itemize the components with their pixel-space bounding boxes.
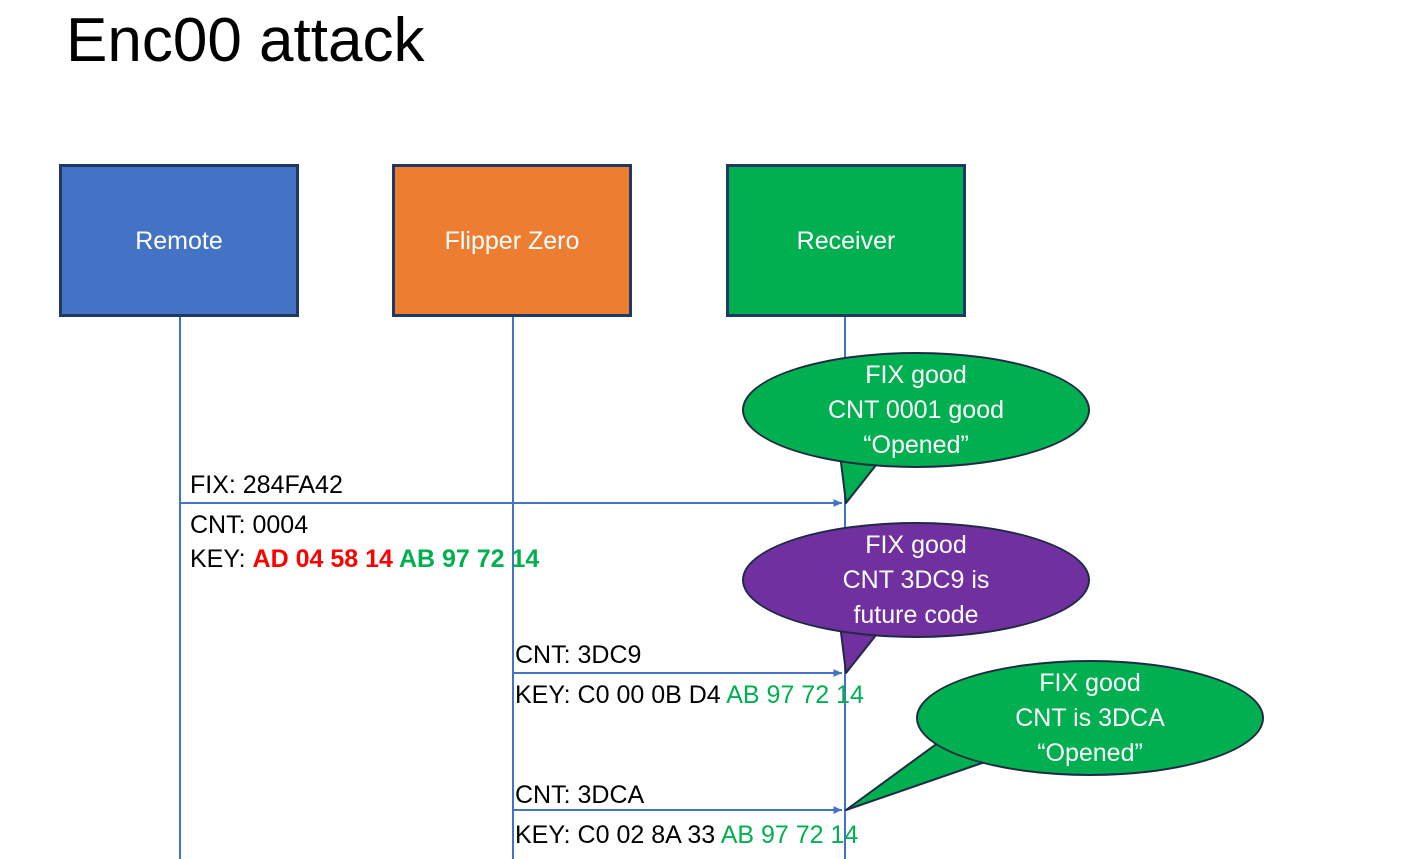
actor-label-flipper: Flipper Zero [444,226,580,255]
callout-bubble-1: FIX good CNT 0001 good “Opened” [742,352,1090,468]
message-1-fix-label: FIX: 284FA42 [190,468,343,502]
message-1-key-old-bytes: AD 04 58 14 [252,545,399,573]
message-3-key-prefix: KEY: C0 02 8A 33 [515,821,721,849]
actor-label-receiver: Receiver [796,226,896,255]
message-2-key-fixed-bytes: AB 97 72 14 [726,681,864,709]
page-title: Enc00 attack [66,6,425,75]
actor-box-remote[interactable]: Remote [59,164,299,317]
callout-bubble-1-line-2: CNT 0001 good [827,395,1005,424]
callout-bubble-3-line-2: CNT is 3DCA [1015,703,1165,732]
message-2-cnt-text: CNT: 3DC9 [515,641,642,669]
callout-bubble-2-line-3: future code [853,600,979,629]
actor-box-receiver[interactable]: Receiver [726,164,966,317]
actor-label-remote: Remote [135,226,223,255]
actor-box-flipper[interactable]: Flipper Zero [392,164,632,317]
message-1-fix-text: FIX: 284FA42 [190,471,343,499]
message-2-key-prefix: KEY: C0 00 0B D4 [515,681,727,709]
callout-bubble-2-line-1: FIX good [865,530,967,559]
message-1-key-line: KEY: AD 04 58 14 AB 97 72 14 [190,542,539,576]
message-1-key-fixed-bytes: AB 97 72 14 [398,545,540,573]
callout-bubble-3-line-1: FIX good [1039,668,1141,697]
callout-bubble-1-line-3: “Opened” [863,430,969,459]
message-3-key-label: KEY: C0 02 8A 33 AB 97 72 14 [515,818,858,852]
callout-bubble-1-line-1: FIX good [865,360,967,389]
message-3-cnt-label: CNT: 3DCA [515,778,644,812]
callout-bubble-3: FIX good CNT is 3DCA “Opened” [916,660,1264,776]
message-1-cnt-line: CNT: 0004 [190,508,539,542]
message-1-key-prefix: KEY: [190,545,253,573]
callout-bubble-2: FIX good CNT 3DC9 is future code [742,522,1090,638]
message-2-key-label: KEY: C0 00 0B D4 AB 97 72 14 [515,678,864,712]
message-3-key-fixed-bytes: AB 97 72 14 [720,821,859,849]
message-1-body-label: CNT: 0004 KEY: AD 04 58 14 AB 97 72 14 [190,508,539,576]
callout-bubble-2-line-2: CNT 3DC9 is [842,565,990,594]
message-1-cnt-text: CNT: 0004 [190,511,309,539]
message-2-cnt-label: CNT: 3DC9 [515,638,641,672]
message-3-cnt-text: CNT: 3DCA [515,781,645,809]
callout-bubble-3-line-3: “Opened” [1037,738,1143,767]
